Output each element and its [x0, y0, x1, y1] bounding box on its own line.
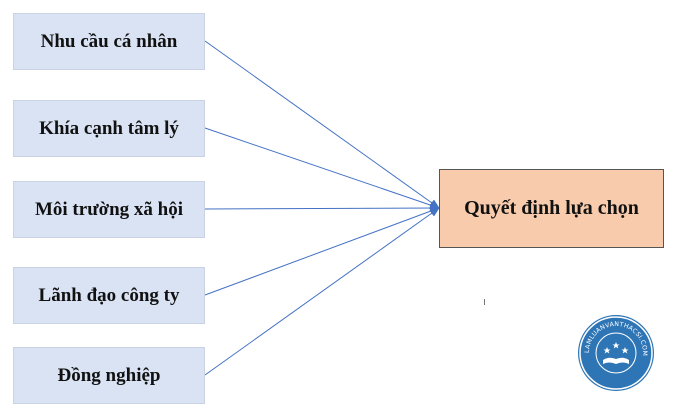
factor-box-dong-nghiep: Đồng nghiệp: [13, 347, 205, 404]
factor-label: Đồng nghiệp: [57, 364, 161, 386]
factor-label: Môi trường xã hội: [34, 198, 184, 220]
factor-label: Nhu cầu cá nhân: [40, 30, 178, 52]
watermark-seal-icon: LAMLUANVANTHACSI.COM: [578, 315, 654, 391]
factor-box-lanh-dao-cong-ty: Lãnh đạo công ty: [13, 267, 205, 324]
factor-label: Lãnh đạo công ty: [38, 284, 180, 306]
arrow-lanh-dao: [204, 207, 440, 296]
factor-box-nhu-cau-ca-nhan: Nhu cầu cá nhân: [13, 13, 205, 70]
factor-box-moi-truong-xa-hoi: Môi trường xã hội: [13, 181, 205, 238]
arrow-moi-truong: [204, 204, 440, 213]
outcome-label: Quyết định lựa chọn: [464, 197, 639, 219]
stray-tick-mark: [484, 299, 485, 305]
outcome-box-quyet-dinh-lua-chon: Quyết định lựa chọn: [439, 169, 664, 248]
arrow-nhu-cau: [204, 40, 440, 209]
factor-label: Khía cạnh tâm lý: [39, 117, 179, 139]
arrow-khia-canh: [204, 127, 440, 209]
arrow-dong-nghiep: [204, 207, 440, 376]
factor-box-khia-canh-tam-ly: Khía cạnh tâm lý: [13, 100, 205, 157]
